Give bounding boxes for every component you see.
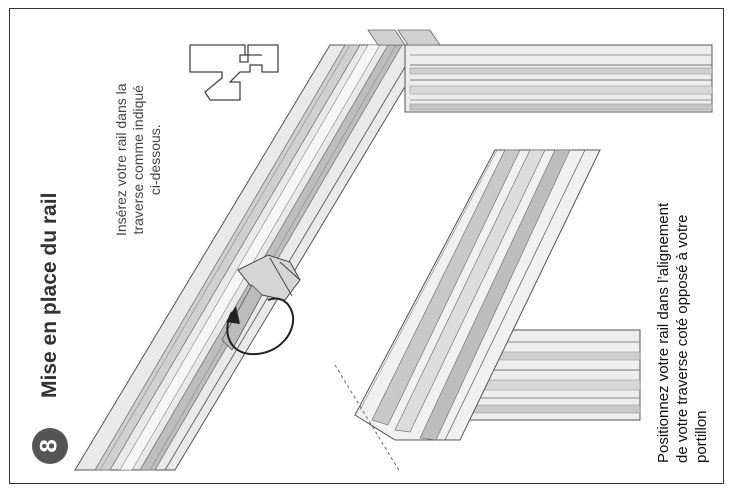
instruction-top-line: ci-dessous.: [147, 124, 163, 196]
instruction-top-line: traverse comme indiqué: [130, 85, 146, 235]
diagonal-rail: [74, 44, 431, 471]
top-crossbar: [367, 29, 713, 113]
instruction-right-line: portillon: [693, 410, 710, 463]
rotation-arrow-icon: [226, 297, 295, 356]
instruction-right-line: de votre traverse coté opposé à votre: [674, 214, 691, 463]
instruction-right: Positionnez votre rail dans l’alignement…: [654, 203, 711, 463]
profile-section-icon: [189, 44, 279, 101]
instruction-right-line: Positionnez votre rail dans l’alignement: [655, 202, 672, 463]
step-number-badge: 8: [32, 428, 68, 464]
instruction-top-line: Insérez votre rail dans la: [113, 83, 129, 236]
instruction-top: Insérez votre rail dans la traverse comm…: [113, 83, 164, 236]
inner-diagonal-rail: [334, 149, 601, 473]
page-title: Mise en place du rail: [38, 192, 61, 398]
step-number: 8: [35, 439, 63, 453]
rail-insert-piece: [221, 254, 301, 351]
